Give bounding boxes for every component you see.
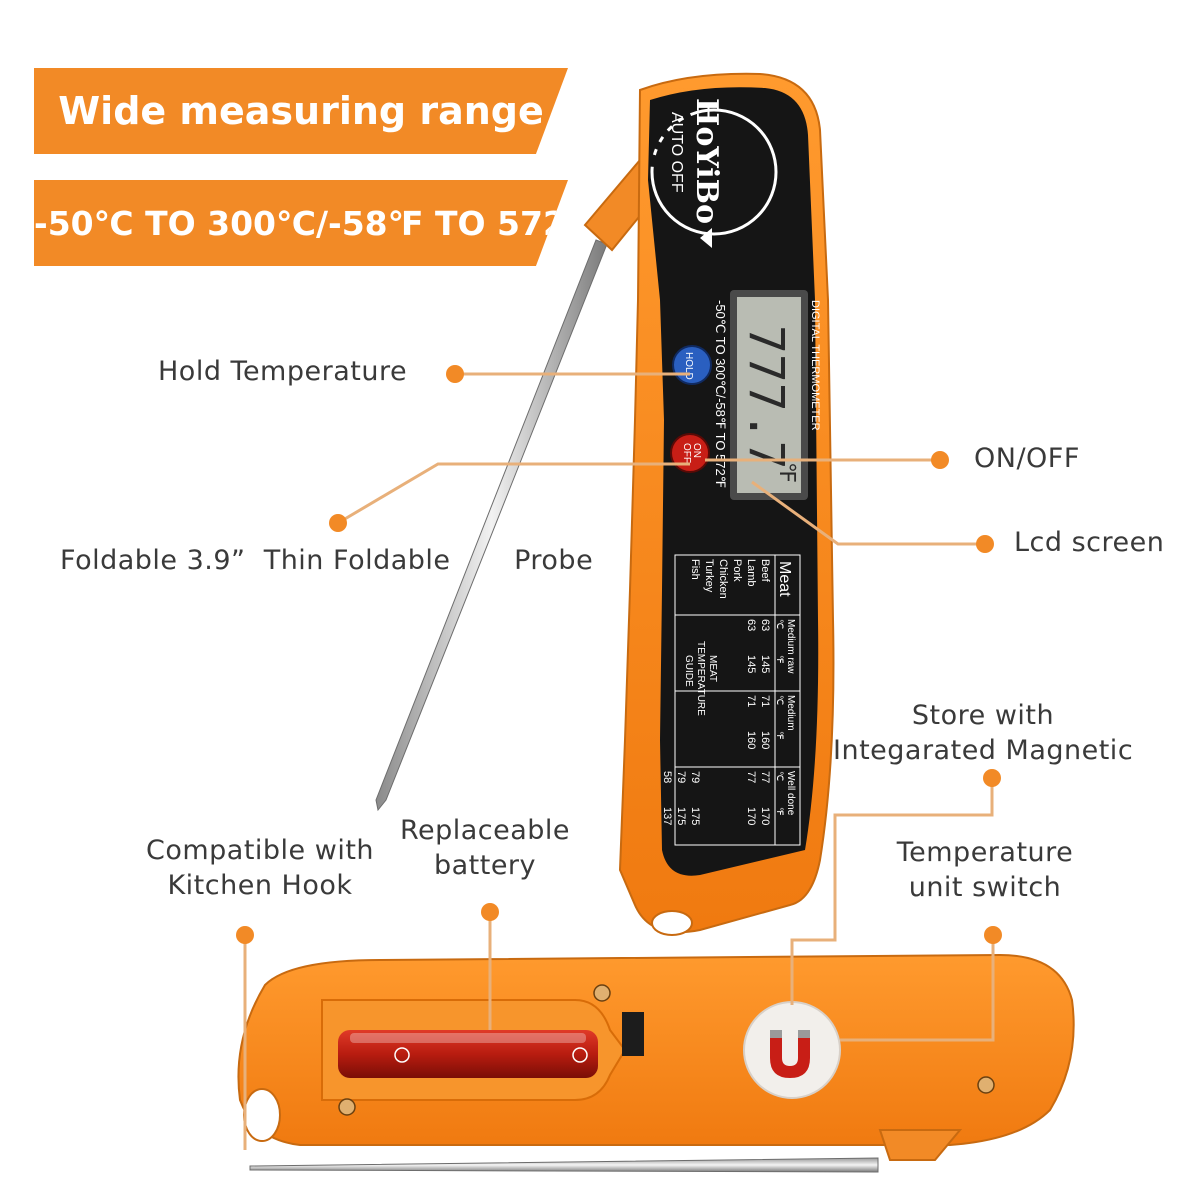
unit-switch-label-line-1: Temperature [896, 837, 1074, 868]
battery-label-line-2: battery [433, 850, 537, 881]
meat-guide-cell: 170 [745, 807, 757, 825]
meat-guide-table: Meat Medium raw Medium Well done ℃℉℃℉℃℉ … [661, 554, 801, 846]
unit-switch-label-line-2: unit switch [908, 872, 1062, 903]
meat-guide-unit: ℃ [775, 619, 785, 629]
meat-guide-unit: ℃ [775, 695, 785, 705]
meat-guide-cell: 63 [759, 619, 771, 631]
hold-button-label: HOLD [683, 352, 694, 380]
kitchen-hook-label-line-1: Compatible with [145, 835, 375, 866]
meat-guide-row-name: Fish [689, 559, 701, 580]
meat-guide-cell: 145 [745, 655, 757, 673]
auto-off-text: AUTO OFF [668, 112, 685, 193]
magnet-icon [743, 1001, 841, 1099]
horizontal-probe [249, 1157, 879, 1173]
meat-guide-cell: 170 [759, 807, 771, 825]
meat-guide-cell: 160 [745, 731, 757, 749]
battery-label-line-1: Replaceable [399, 815, 571, 846]
range-value: -50℃ TO 300℃/-58℉ TO 572℉ [34, 203, 602, 243]
range-value-banner: -50℃ TO 300℃/-58℉ TO 572℉ [34, 180, 568, 266]
meat-guide-cell: 63 [745, 619, 757, 631]
brand-logo [650, 108, 778, 248]
meat-guide-caption-2: TEMPERATURE [695, 641, 706, 716]
range-title: Wide measuring range [58, 89, 544, 133]
power-off-label: OFF [681, 443, 692, 463]
meat-guide-cell: 58 [661, 771, 673, 783]
battery-icon [338, 1030, 598, 1078]
battery-label: Replaceable battery [390, 813, 580, 883]
vertical-thermometer-body [618, 72, 835, 936]
meat-guide-cell: 160 [759, 731, 771, 749]
meat-guide-col-0: Medium raw [785, 619, 796, 674]
lcd-reading: 777.7 [738, 325, 794, 470]
lcd-unit: ℉ [774, 462, 799, 483]
meat-guide-cell: 137 [661, 807, 673, 825]
kitchen-hook-label-line-2: Kitchen Hook [167, 870, 353, 901]
leader-lines [243, 372, 995, 1150]
range-title-banner: Wide measuring range [34, 68, 568, 154]
meat-guide-cell: 145 [759, 655, 771, 673]
on-off-label: ON/OFF [974, 443, 1080, 474]
power-on-label: ON [691, 443, 702, 458]
model-text: DIGITAL THERMOMETER [809, 300, 821, 431]
meat-guide-cell: 77 [759, 771, 771, 783]
brand-name: HoYiBo [689, 98, 724, 224]
meat-guide-caption-3: GUIDE [683, 655, 694, 687]
meat-guide-col-2: Well done [785, 771, 796, 816]
callout-dots [236, 365, 1002, 944]
meat-guide-caption-1: MEAT [707, 655, 718, 682]
meat-guide-row-name: Lamb [745, 559, 757, 587]
meat-guide-unit: ℉ [775, 807, 785, 816]
magnet-label-line-2: Integarated Magnetic [833, 735, 1134, 766]
unit-switch-label: Temperature unit switch [880, 835, 1090, 905]
meat-guide-cell: 71 [745, 695, 757, 707]
meat-guide-unit: ℃ [775, 771, 785, 781]
vertical-probe [375, 239, 608, 812]
device-range-text: -50℃ TO 300℃/-58℉ TO 572℉ [713, 300, 728, 488]
meat-guide-unit: ℉ [775, 731, 785, 740]
lcd-screen-label: Lcd screen [1014, 527, 1165, 558]
meat-guide-row-name: Pork [731, 559, 743, 582]
meat-guide-cell: 71 [759, 695, 771, 707]
meat-guide-cell: 79 [675, 771, 687, 783]
meat-guide-cell: 175 [675, 807, 687, 825]
hold-temperature-label: Hold Temperature [158, 356, 408, 387]
meat-guide-cell: 77 [745, 771, 757, 783]
meat-guide-unit: ℉ [775, 655, 785, 664]
magnet-label-line-1: Store with [911, 700, 1055, 731]
meat-guide-cell: 79 [689, 771, 701, 783]
meat-guide-header: Meat [776, 561, 793, 597]
meat-guide-row-name: Turkey [703, 559, 715, 593]
probe-label: Foldable 3.9” Thin Foldable Probe [60, 545, 594, 576]
meat-guide-row-name: Beef [759, 559, 771, 583]
meat-guide-row-name: Chicken [717, 559, 729, 599]
meat-guide-col-1: Medium [785, 695, 796, 731]
kitchen-hook-label: Compatible with Kitchen Hook [140, 833, 380, 903]
magnet-label: Store with Integarated Magnetic [833, 698, 1133, 768]
meat-guide-cell: 175 [689, 807, 701, 825]
